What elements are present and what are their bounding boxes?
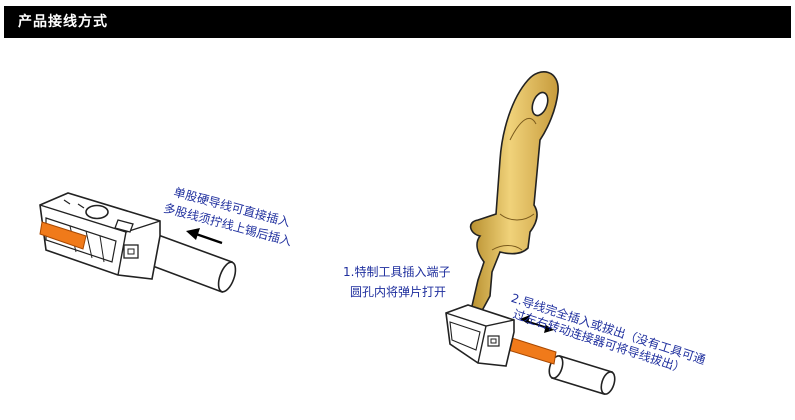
release-tool <box>469 71 559 320</box>
left-housing <box>39 192 161 280</box>
right-connector <box>445 71 616 395</box>
right-wire <box>548 355 616 395</box>
left-insert-arrow <box>186 228 223 245</box>
right-wire-core <box>507 337 557 365</box>
header-bar: 产品接线方式 <box>4 6 791 38</box>
left-wire-core <box>39 221 87 250</box>
right-housing <box>445 304 515 367</box>
left-connector <box>39 192 237 294</box>
right-insert-remove-arrow <box>520 315 554 333</box>
tool-caption-line2: 圆孔内将弹片打开 <box>350 285 447 299</box>
tool-caption-line1: 1.特制工具插入端子 <box>343 265 451 279</box>
header-title: 产品接线方式 <box>18 14 108 30</box>
